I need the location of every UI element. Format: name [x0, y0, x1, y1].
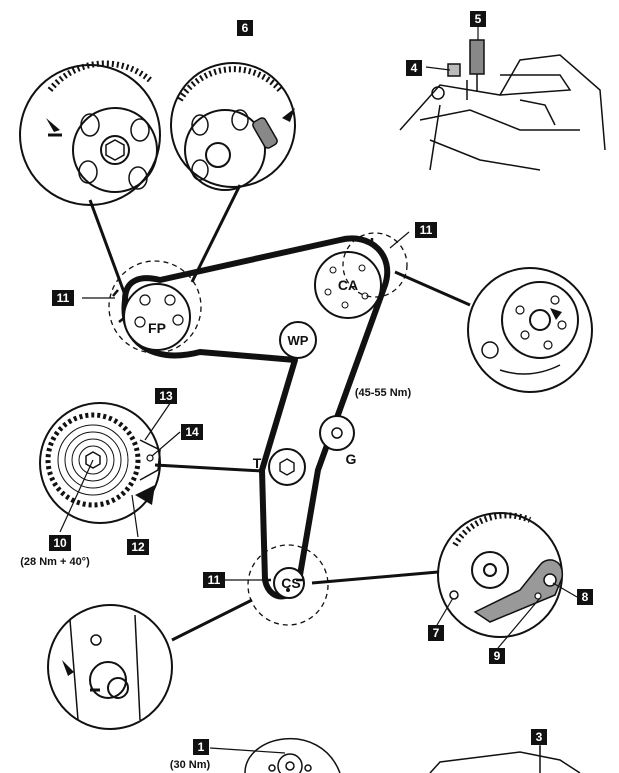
tensioner-torque: (28 Nm + 40°) — [20, 556, 90, 568]
detail-6-zoom — [170, 62, 296, 283]
svg-text:7: 7 — [433, 626, 440, 640]
water-pump-pulley: WP — [279, 321, 317, 359]
leader-lines — [59, 27, 578, 754]
svg-text:12: 12 — [131, 540, 145, 554]
badge-7: 7 — [428, 625, 444, 641]
badge-14: 14 — [181, 424, 203, 440]
svg-text:10: 10 — [53, 536, 67, 550]
fp-zoom-detail — [19, 60, 161, 296]
svg-text:14: 14 — [185, 425, 199, 439]
ca-zoom-detail — [394, 267, 593, 393]
crank-bolt-torque: (30 Nm) — [170, 759, 211, 771]
svg-text:3: 3 — [536, 730, 543, 744]
idler-label: G — [346, 451, 357, 467]
badge-6: 6 — [237, 20, 253, 36]
wp-label: WP — [288, 333, 309, 348]
badge-5: 5 — [470, 11, 486, 27]
camshaft-pulley: CA — [314, 251, 382, 319]
badge-10: 10 — [49, 535, 71, 551]
svg-text:11: 11 — [420, 223, 433, 237]
fp-label: FP — [148, 320, 166, 336]
svg-text:6: 6 — [242, 21, 249, 35]
svg-text:4: 4 — [411, 61, 418, 75]
cs-label: CS — [281, 575, 300, 591]
svg-text:5: 5 — [475, 12, 482, 26]
svg-text:9: 9 — [494, 649, 501, 663]
bottom-right-part — [429, 746, 581, 773]
badge-4: 4 — [406, 60, 422, 76]
badge-11-cs: 11 — [203, 572, 225, 588]
badge-13: 13 — [155, 388, 177, 404]
badge-11-ca: 11 — [415, 222, 437, 238]
badge-8: 8 — [577, 589, 593, 605]
svg-text:11: 11 — [57, 291, 70, 305]
idler-torque: (45-55 Nm) — [355, 387, 412, 399]
badge-1: 1 — [193, 739, 209, 755]
crank-pulley-detail — [244, 738, 341, 773]
badge-3: 3 — [531, 729, 547, 745]
badge-9: 9 — [489, 648, 505, 664]
tensioner-zoom-detail — [39, 402, 263, 524]
crankshaft-sprocket: CS — [273, 567, 305, 599]
badge-12: 12 — [127, 539, 149, 555]
ca-label: CA — [338, 277, 358, 293]
badge-11-fp: 11 — [52, 290, 74, 306]
fuel-pump-pulley: FP — [123, 283, 191, 351]
timing-marks — [112, 238, 374, 582]
locking-tool-detail — [311, 512, 563, 638]
svg-text:8: 8 — [582, 590, 589, 604]
detail-circles — [108, 232, 408, 626]
idler-pulley: G (45-55 Nm) — [319, 387, 412, 467]
svg-text:1: 1 — [198, 740, 205, 754]
svg-text:13: 13 — [159, 389, 173, 403]
svg-text:11: 11 — [208, 573, 221, 587]
injection-pump-detail — [399, 39, 606, 171]
tensioner-label: T — [253, 455, 262, 471]
tensioner-pulley: T — [253, 448, 306, 486]
cs-zoom-detail — [47, 598, 253, 730]
